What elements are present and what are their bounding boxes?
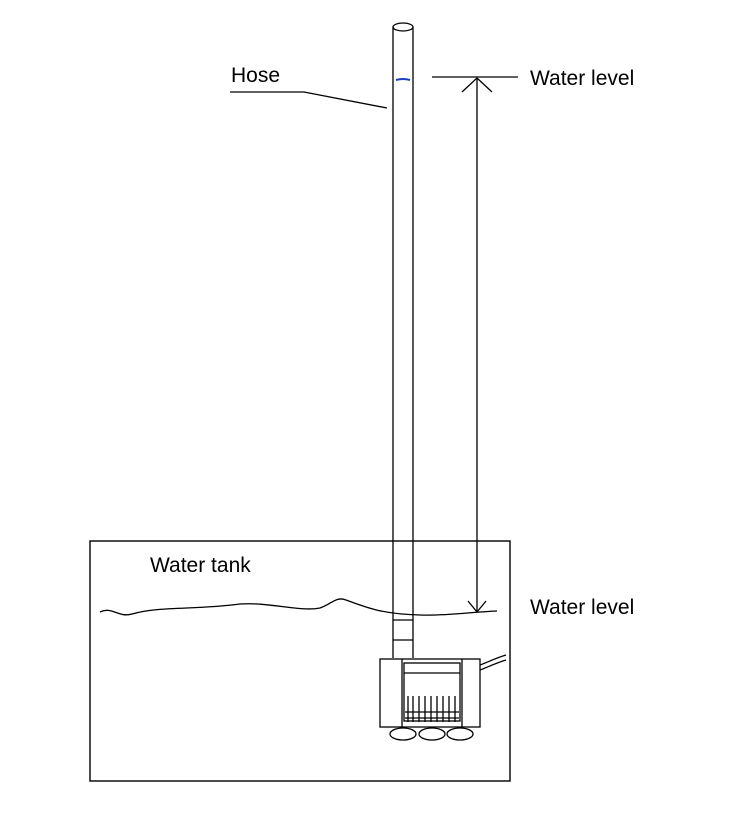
top-water-level-label: Water level: [530, 67, 635, 90]
tank-water-surface: [99, 598, 498, 616]
pump: [379, 654, 507, 741]
hose-top-opening: [392, 22, 414, 32]
hose: [392, 22, 414, 658]
bottom-water-level-label: Water level: [530, 596, 635, 619]
water-tank-label: Water tank: [150, 554, 251, 577]
water-tank: [89, 540, 511, 782]
hose-label: Hose: [231, 64, 281, 87]
hose-water-mark: [395, 78, 411, 81]
hose-leader-line: [230, 91, 388, 109]
height-dimension-arrow: [461, 77, 493, 614]
